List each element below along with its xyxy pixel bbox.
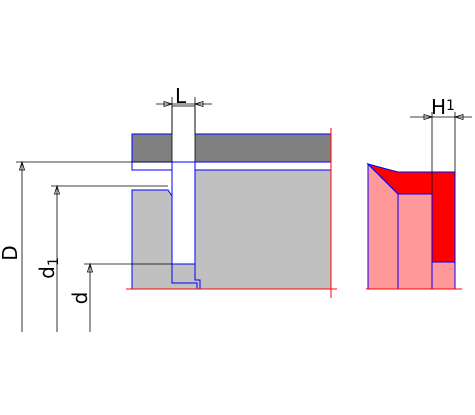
dimension-L: L bbox=[156, 84, 212, 134]
housing-section bbox=[126, 105, 337, 298]
label-H1: H1 bbox=[431, 95, 455, 119]
rod bbox=[131, 133, 332, 163]
dimension-D: D bbox=[0, 160, 172, 332]
label-D: D bbox=[0, 245, 22, 260]
dimension-d: d bbox=[68, 262, 172, 332]
seal-profile bbox=[366, 162, 462, 290]
housing-body-right bbox=[194, 169, 332, 290]
label-d1: d1 bbox=[35, 257, 62, 279]
label-d: d bbox=[68, 292, 92, 305]
dimension-d1: d1 bbox=[35, 184, 168, 332]
label-L: L bbox=[175, 84, 187, 108]
seal-lip bbox=[366, 163, 456, 263]
clearance-gap bbox=[131, 161, 332, 171]
dimension-H1: H1 bbox=[410, 95, 472, 194]
groove-inner bbox=[171, 161, 196, 265]
